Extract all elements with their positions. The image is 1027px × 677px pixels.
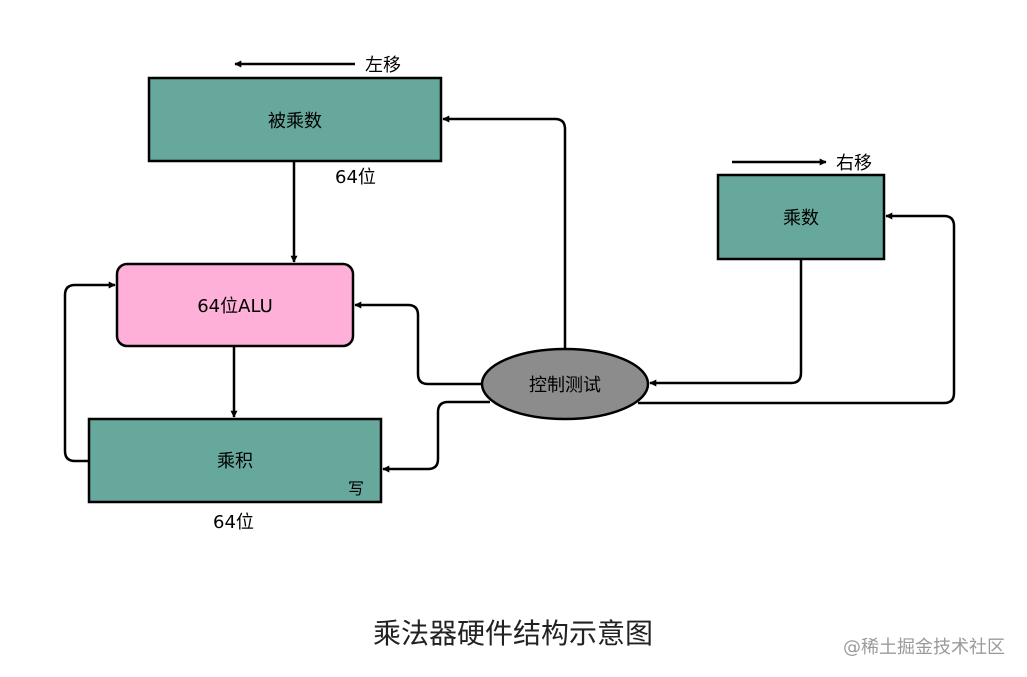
multiplier-label: 乘数 xyxy=(783,208,819,229)
control-to-alu-arrow xyxy=(354,301,482,386)
multiplicand-width-label: 64位 xyxy=(335,167,376,188)
product-to-alu-feedback-arrow xyxy=(63,281,116,463)
product-write-label: 写 xyxy=(348,479,364,498)
shift-right-label: 右移 xyxy=(836,153,872,174)
multiplicand-register: 被乘数 xyxy=(147,76,443,163)
diagram-caption: 乘法器硬件结构示意图 xyxy=(373,617,653,650)
shift-left-label: 左移 xyxy=(365,55,401,76)
multiplicand-label: 被乘数 xyxy=(268,111,322,132)
multiplier-to-control-arrow xyxy=(649,259,803,387)
watermark: @稀土掘金技术社区 xyxy=(843,637,1005,658)
multiplier-register: 乘数 xyxy=(716,173,886,261)
product-label: 乘积 xyxy=(217,451,253,472)
alu-label: 64位ALU xyxy=(197,296,273,317)
control-test-label: 控制测试 xyxy=(529,375,601,396)
control-to-multiplicand-arrow xyxy=(442,115,567,349)
product-width-label: 64位 xyxy=(213,512,254,533)
control-test-node: 控制测试 xyxy=(480,347,650,421)
product-register: 乘积 写 xyxy=(87,417,383,504)
alu-block: 64位ALU xyxy=(115,262,355,348)
control-to-multiplier-arrow xyxy=(638,212,956,405)
control-to-product-arrow xyxy=(382,400,490,473)
